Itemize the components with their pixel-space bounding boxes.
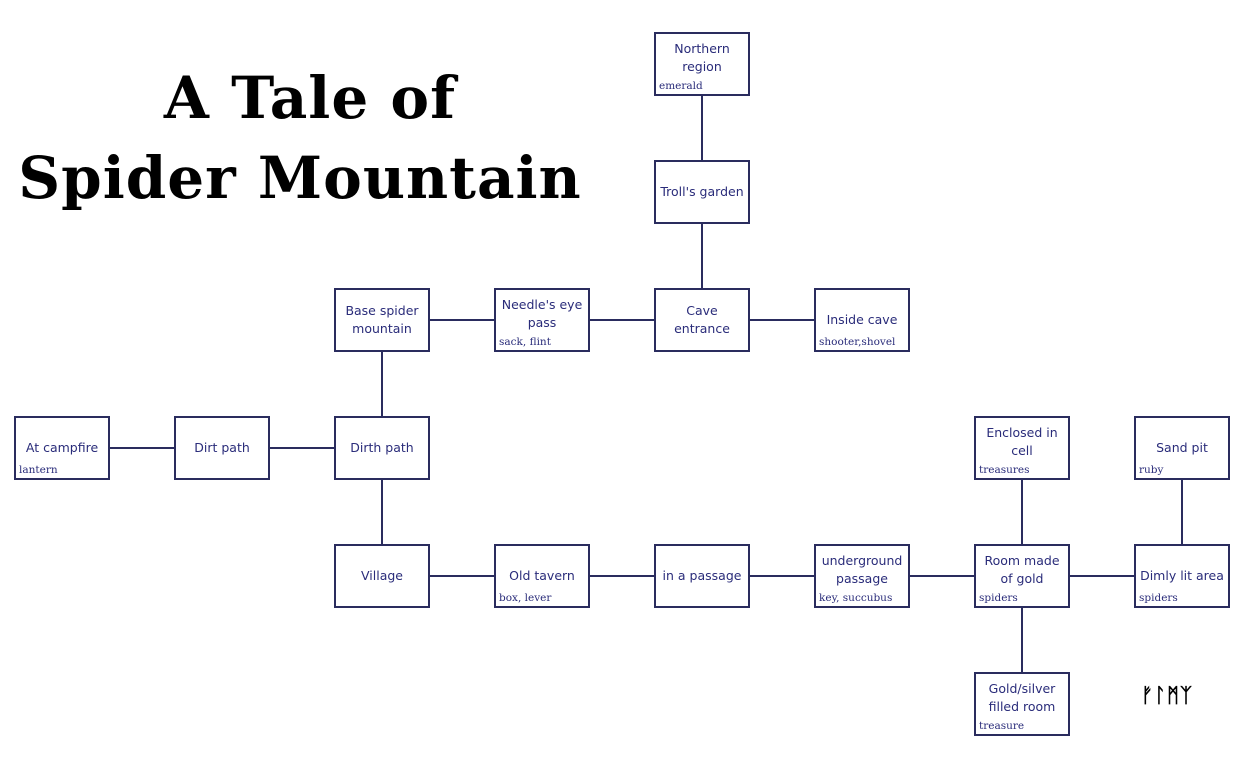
room-dirt-path: Dirt path [174,416,270,480]
map-title: A Tale of Spider Mountain [0,58,620,218]
room-name: At campfire [25,440,99,455]
room-items: spiders [979,592,1018,604]
room-items: box, lever [499,592,552,604]
room-dirth-path: Dirth path [334,416,430,480]
room-inside-cave: Inside cave shooter,shovel [814,288,910,352]
room-items: treasures [979,464,1030,476]
room-items: lantern [19,464,58,476]
room-village: Village [334,544,430,608]
room-name: Enclosed in cell [986,425,1058,458]
room-old-tavern: Old tavern box, lever [494,544,590,608]
room-name: Needle's eye pass [501,297,583,330]
room-underground-passage: underground passage key, succubus [814,544,910,608]
room-name: Troll's garden [660,184,744,199]
room-name: Northern region [674,41,730,74]
room-items: shooter,shovel [819,336,896,348]
room-name: Dirt path [194,440,250,455]
room-items: ruby [1139,464,1164,476]
room-name: Dimly lit area [1140,568,1224,583]
room-name: Inside cave [826,312,898,327]
room-name: Sand pit [1156,440,1208,455]
room-cave-entrance: Cave entrance [654,288,750,352]
room-at-campfire: At campfire lantern [14,416,110,480]
room-gold-silver-filled-room: Gold/silver filled room treasure [974,672,1070,736]
room-base-spider-mountain: Base spider mountain [334,288,430,352]
room-northern-region: Northern region emerald [654,32,750,96]
room-name: Village [361,568,403,583]
room-trolls-garden: Troll's garden [654,160,750,224]
room-dimly-lit-area: Dimly lit area spiders [1134,544,1230,608]
rune-signature: ᚠᛚᛗᛉ [1141,683,1193,707]
room-name: Base spider mountain [345,303,419,336]
room-in-a-passage: in a passage [654,544,750,608]
room-items: sack, flint [499,336,551,348]
room-needles-eye-pass: Needle's eye pass sack, flint [494,288,590,352]
room-name: Gold/silver filled room [988,681,1056,714]
room-name: Cave entrance [674,303,730,336]
room-enclosed-in-cell: Enclosed in cell treasures [974,416,1070,480]
room-items: key, succubus [819,592,893,604]
room-name: in a passage [662,568,742,583]
room-sand-pit: Sand pit ruby [1134,416,1230,480]
room-room-made-of-gold: Room made of gold spiders [974,544,1070,608]
room-name: underground passage [821,553,903,586]
room-items: treasure [979,720,1025,732]
room-name: Room made of gold [984,553,1060,586]
room-name: Dirth path [350,440,414,455]
title-line-2: Spider Mountain [18,144,582,212]
room-items: emerald [659,80,703,92]
room-items: spiders [1139,592,1178,604]
title-line-1: A Tale of [163,64,457,132]
room-name: Old tavern [509,568,575,583]
